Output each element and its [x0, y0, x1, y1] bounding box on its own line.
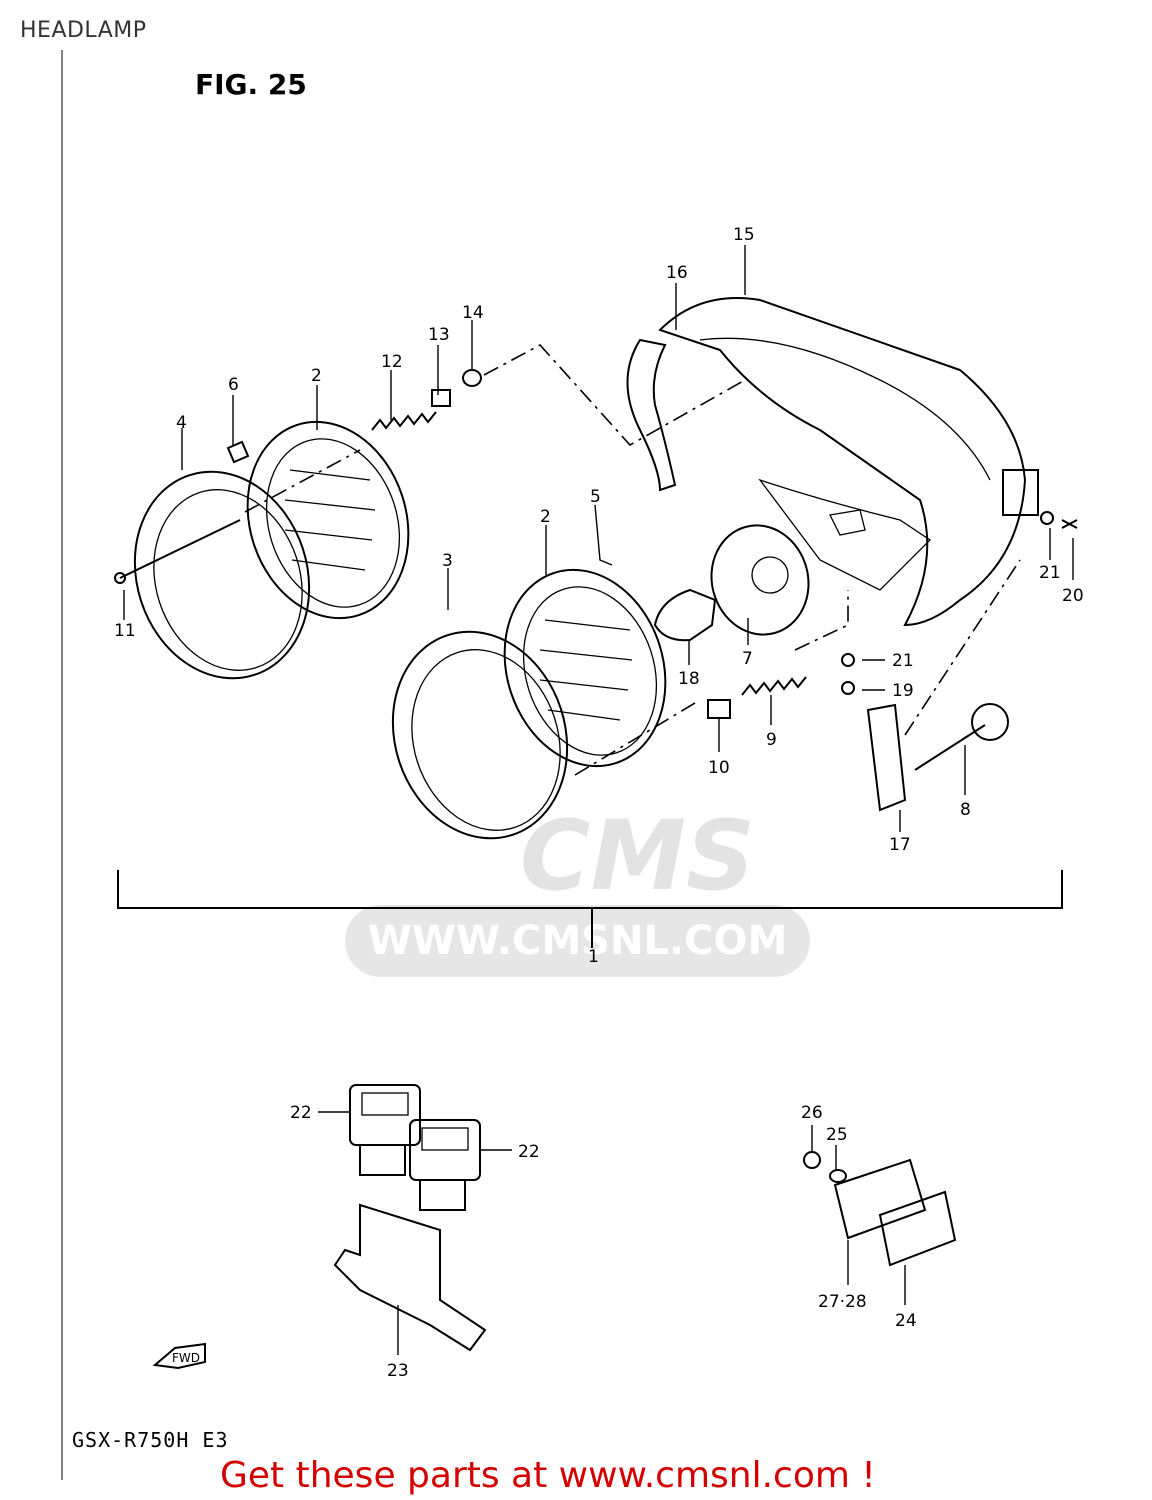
part-label-22a: 22	[290, 1103, 312, 1123]
screw-11	[119, 519, 241, 579]
part-label-21a: 21	[1039, 563, 1061, 583]
part-labels: 15 16 14 13 12 2 6 4 11 3 2 5 21 20 21 1…	[114, 225, 1084, 1381]
watermark-url: WWW.CMSNL.COM	[345, 905, 810, 977]
adjust-wheel	[971, 703, 1009, 741]
spring-12	[371, 411, 437, 431]
headlamp-rim-left	[133, 470, 311, 680]
clip-6	[226, 440, 250, 464]
part-label-23: 23	[387, 1361, 409, 1381]
part-label-8: 8	[960, 800, 971, 820]
part-label-14: 14	[462, 303, 484, 323]
headlamp-lens-left	[246, 420, 410, 620]
part-label-7: 7	[742, 649, 753, 669]
part-label-22b: 22	[518, 1142, 540, 1162]
nut-21	[841, 653, 855, 667]
relay-lower	[409, 1119, 481, 1211]
part-label-5: 5	[590, 487, 601, 507]
part-label-26: 26	[801, 1103, 823, 1123]
headlamp-lens-center	[503, 568, 667, 768]
part-label-13: 13	[428, 325, 450, 345]
part-label-18: 18	[678, 669, 700, 689]
socket-10	[707, 699, 731, 719]
cap-14	[462, 369, 482, 387]
watermark-logo: CMS	[520, 800, 756, 912]
spring-9	[741, 676, 807, 696]
part-label-21b: 21	[892, 651, 914, 671]
promo-link[interactable]: Get these parts at www.cmsnl.com !	[220, 1455, 876, 1496]
model-code: GSX-R750H E3	[72, 1428, 229, 1452]
part-label-15: 15	[733, 225, 755, 245]
part-label-12: 12	[381, 352, 403, 372]
relay-bracket-23	[333, 1203, 487, 1352]
part-label-19: 19	[892, 681, 914, 701]
part-label-24: 24	[895, 1311, 917, 1331]
part-label-20: 20	[1062, 586, 1084, 606]
adjuster-nut-13	[431, 389, 451, 407]
part-label-6: 6	[228, 375, 239, 395]
bulb-socket	[653, 524, 810, 642]
part-label-16: 16	[666, 263, 688, 283]
part-label-4: 4	[176, 413, 187, 433]
part-label-2b: 2	[540, 507, 551, 527]
relay-upper	[349, 1084, 421, 1176]
part-label-11: 11	[114, 621, 136, 641]
figure-label: FIG. 25	[195, 68, 307, 101]
leader-lines	[123, 245, 1074, 1355]
headlamp-housing	[626, 297, 1039, 627]
part-label-17: 17	[889, 835, 911, 855]
screw-19	[841, 681, 855, 695]
part-label-25: 25	[826, 1125, 848, 1145]
fwd-arrow-icon: FWD	[152, 1342, 206, 1370]
part-label-10: 10	[708, 758, 730, 778]
headlamp-rim-center	[391, 630, 569, 840]
assembly-bracket	[117, 870, 1063, 909]
washer-21	[1040, 511, 1054, 525]
adjust-screw-8	[914, 724, 986, 771]
svg-text:FWD: FWD	[172, 1351, 200, 1365]
part-label-3: 3	[442, 551, 453, 571]
part-label-1: 1	[588, 947, 599, 967]
part-label-2a: 2	[311, 366, 322, 386]
part-label-9: 9	[766, 730, 777, 750]
reflector-assembly	[803, 1151, 957, 1267]
part-label-27-28: 27·28	[818, 1292, 867, 1312]
screw-20	[1061, 519, 1078, 529]
page-title: HEADLAMP	[20, 18, 147, 43]
bracket-17	[866, 703, 907, 812]
